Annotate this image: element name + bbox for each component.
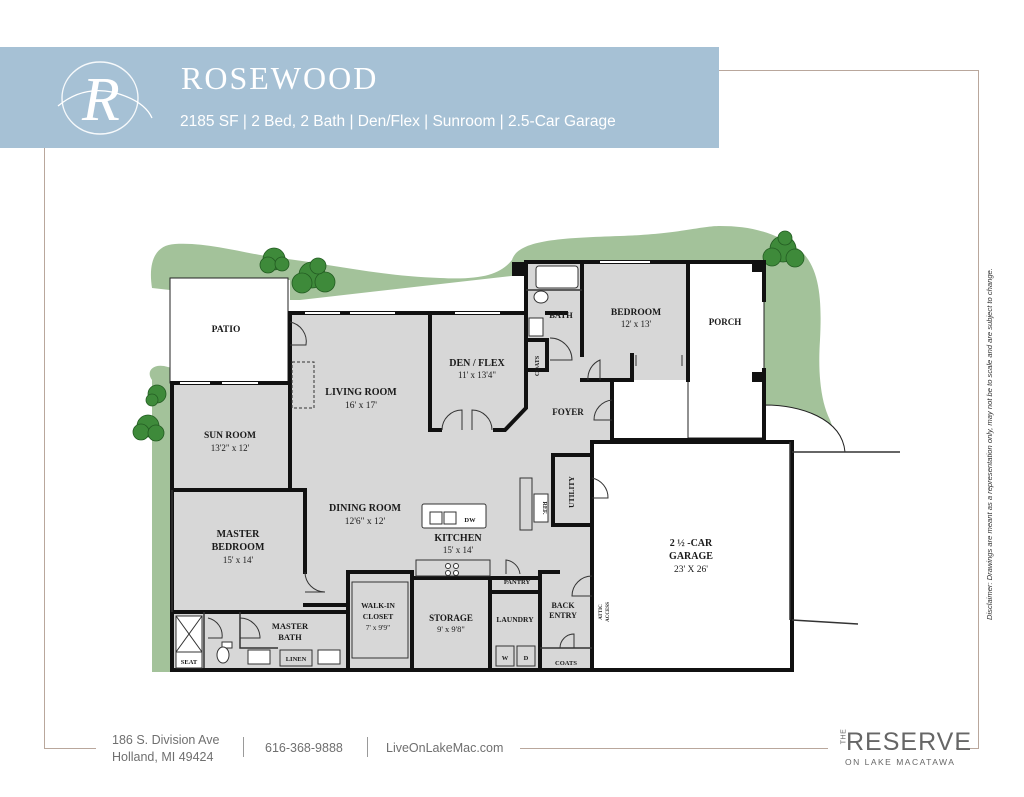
back-entry-label-1: BACK [551, 601, 575, 610]
utility-label: UTILITY [567, 476, 576, 508]
shower-seat-icon [175, 651, 203, 669]
dryer-label: D [524, 655, 529, 662]
frame-bottom-end-line [956, 748, 979, 749]
shrubs [132, 230, 805, 442]
washer-label: W [502, 655, 509, 662]
range-counter-icon [415, 559, 491, 577]
dining-room-dim: 12'6" x 12' [345, 517, 386, 527]
master-bath-label-1: MASTER [272, 621, 309, 631]
washer-icon [495, 645, 515, 667]
windows [180, 261, 650, 384]
porch-post-2 [752, 372, 764, 382]
frame-top-line [719, 70, 979, 71]
coats-lower-label: COATS [555, 660, 577, 667]
garage-area [592, 442, 792, 668]
bedroom-label: BEDROOM [611, 308, 661, 318]
linen-cabinet-icon [279, 649, 313, 667]
patio-area [169, 277, 289, 384]
address-line-2: Holland, MI 49424 [112, 750, 214, 764]
back-entry-label-2: ENTRY [549, 611, 577, 620]
living-room-label: LIVING ROOM [325, 387, 397, 398]
website-link[interactable]: LiveOnLakeMac.com [386, 741, 504, 755]
seat-label: SEAT [181, 659, 198, 666]
footer-separator-2 [367, 737, 368, 757]
kitchen-counter-right-icon [519, 477, 533, 531]
kitchen-dim: 15' x 14' [443, 545, 474, 555]
fixtures [175, 265, 579, 669]
storage-dim: 9' x 9'8" [437, 624, 465, 634]
walkin-label-1: WALK-IN [361, 601, 395, 610]
bathtub-icon [535, 265, 579, 289]
refrigerator-label: REF. [541, 502, 547, 515]
coats-upper-label: COATS [535, 355, 541, 376]
pantry-label: PANTRY [504, 579, 531, 586]
dryer-icon [516, 645, 536, 667]
page-subtitle: 2185 SF | 2 Bed, 2 Bath | Den/Flex | Sun… [180, 113, 616, 130]
thin-walls [171, 289, 900, 668]
linen-label: LINEN [286, 656, 307, 663]
porch-post-1 [752, 262, 764, 272]
master-sink-right-icon [317, 649, 341, 665]
master-bath-label-2: BATH [278, 632, 302, 642]
bedroom-dim: 12' x 13' [621, 319, 652, 329]
logo-letter: R [81, 66, 120, 134]
foyer-label: FOYER [552, 407, 584, 417]
den-label: DEN / FLEX [449, 358, 505, 369]
frame-bottom-left-line [44, 748, 96, 749]
kitchen-label: KITCHEN [434, 533, 482, 544]
garage-label-2: GARAGE [669, 551, 713, 562]
laundry-label: LAUNDRY [496, 615, 534, 624]
porch-label: PORCH [709, 317, 742, 327]
disclaimer-text: Disclaimer: Drawings are meant as a repr… [985, 268, 994, 620]
dishwasher-label: DW [464, 517, 476, 524]
brand-subtitle: ON LAKE MACATAWA [845, 757, 956, 767]
attic-label-2: ACCESS [606, 602, 611, 622]
patio-label: PATIO [212, 325, 241, 335]
floor-area [172, 262, 688, 668]
garage-label-1: 2 ½ -CAR [670, 538, 713, 549]
phone-number: 616-368-9888 [265, 741, 343, 755]
toilet-icon [533, 290, 549, 304]
walkin-label-2: CLOSET [363, 612, 393, 621]
garage-dim: 23' X 26' [674, 565, 708, 575]
doors [207, 321, 683, 649]
master-toilet-icon [216, 646, 230, 664]
island-sink-2-icon [443, 511, 457, 525]
master-sink-left-icon [247, 649, 271, 665]
sunroom-label: SUN ROOM [204, 431, 256, 441]
walk-in-shelving-icon [351, 581, 409, 659]
footer-separator-1 [243, 737, 244, 757]
header-banner [0, 47, 719, 148]
living-room-dim: 16' x 17' [345, 401, 377, 411]
walkin-dim: 7' x 9'9" [366, 623, 391, 632]
frame-right-line [978, 70, 979, 748]
porch-area [687, 261, 765, 439]
address-line-1: 186 S. Division Ave [112, 733, 220, 747]
island-sink-icon [429, 511, 443, 525]
porch-post-3 [512, 262, 526, 276]
sink-icon [528, 317, 544, 337]
page-title: ROSEWOOD [181, 60, 379, 96]
master-bedroom-label-1: MASTER [217, 529, 261, 540]
refrigerator-icon [533, 493, 549, 523]
bath-label: BATH [549, 310, 573, 320]
master-bedroom-dim: 15' x 14' [223, 555, 254, 565]
brand-name: RESERVE [846, 728, 973, 756]
den-dim: 11' x 13'4" [458, 370, 496, 380]
rosewood-logo: R [57, 61, 153, 135]
sunroom-dim: 13'2" x 12' [211, 443, 250, 453]
master-bedroom-label-2: BEDROOM [212, 542, 265, 553]
frame-bottom-right-line [520, 748, 828, 749]
frame-left-line [44, 148, 45, 748]
dining-room-label: DINING ROOM [329, 503, 402, 514]
attic-label-1: ATTIC [599, 604, 604, 620]
toilet-tank-icon [221, 641, 233, 649]
fireplace-icon [291, 361, 315, 409]
storage-label: STORAGE [429, 613, 473, 623]
room-labels: PATIO LIVING ROOM 16' x 17' DEN / FLEX 1… [181, 308, 742, 667]
